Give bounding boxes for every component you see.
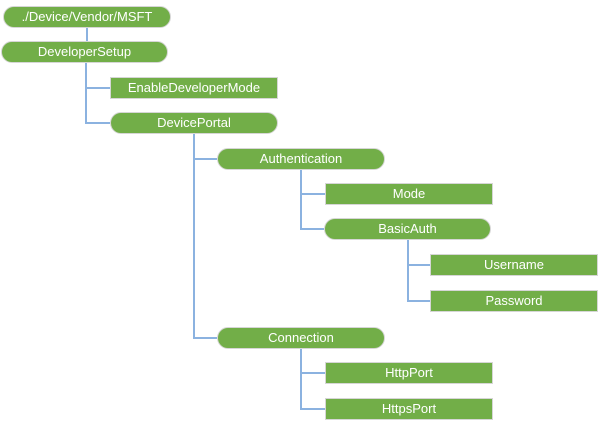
connector-deviceportal-trunk — [193, 134, 195, 339]
connector-stub-deviceportal — [85, 122, 110, 124]
connector-stub-password — [407, 300, 430, 302]
tree-node-mode: Mode — [325, 183, 493, 205]
connector-authentication-trunk — [300, 170, 302, 230]
tree-node-device-vendor-msft: ./Device/Vendor/MSFT — [3, 6, 171, 28]
connector-stub-httpsport — [300, 408, 325, 410]
connector-stub-authentication — [193, 158, 217, 160]
tree-node-password: Password — [430, 290, 598, 312]
tree-node-username: Username — [430, 254, 598, 276]
connector-stub-enabledevelopermode — [85, 87, 110, 89]
tree-node-httpport: HttpPort — [325, 362, 493, 384]
connector-msft-developersetup — [86, 28, 88, 41]
tree-node-deviceportal: DevicePortal — [110, 112, 278, 134]
connector-stub-httpport — [300, 372, 325, 374]
connector-developersetup-trunk — [85, 63, 87, 124]
connector-basicauth-trunk — [407, 240, 409, 302]
tree-node-developersetup: DeveloperSetup — [1, 41, 168, 63]
connector-stub-username — [407, 264, 430, 266]
connector-connection-trunk — [300, 349, 302, 410]
connector-stub-mode — [300, 193, 325, 195]
tree-node-enabledevelopermode: EnableDeveloperMode — [110, 77, 278, 99]
tree-node-httpsport: HttpsPort — [325, 398, 493, 420]
tree-node-authentication: Authentication — [217, 148, 385, 170]
tree-node-connection: Connection — [217, 327, 385, 349]
connector-stub-connection — [193, 337, 217, 339]
tree-node-basicauth: BasicAuth — [324, 218, 491, 240]
connector-stub-basicauth — [300, 228, 324, 230]
